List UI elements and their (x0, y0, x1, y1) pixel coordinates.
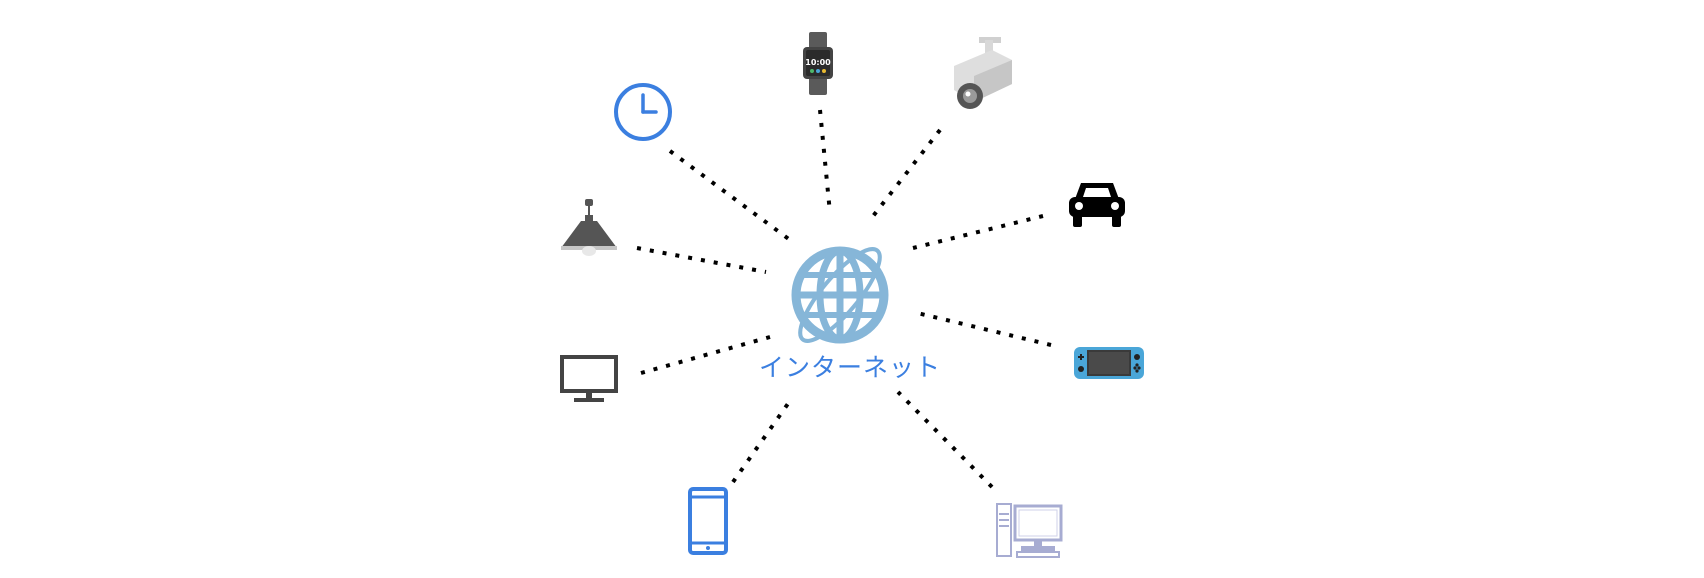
connector-lamp (636, 246, 767, 274)
connector-camera (868, 128, 942, 222)
connector-phone (731, 396, 794, 484)
clock-icon (614, 83, 672, 141)
globe-icon (791, 246, 889, 344)
monitor-icon (560, 355, 618, 402)
connectors (636, 109, 1052, 489)
connector-pc (896, 390, 994, 489)
connector-monitor (640, 335, 771, 375)
watch-time: 10:00 (805, 58, 831, 67)
connector-smartwatch (818, 109, 832, 214)
connector-console (912, 310, 1052, 347)
game-console-icon (1074, 347, 1144, 379)
desktop-computer-icon (996, 503, 1063, 558)
connector-car (912, 214, 1044, 250)
car-icon (1069, 183, 1125, 227)
security-camera-icon (954, 37, 1012, 109)
internet-label: インターネット (758, 353, 941, 382)
smartphone-icon (688, 487, 728, 555)
smartwatch-icon: 10:00 (803, 32, 833, 95)
pendant-lamp-icon (561, 199, 617, 256)
connector-clock (668, 149, 792, 242)
